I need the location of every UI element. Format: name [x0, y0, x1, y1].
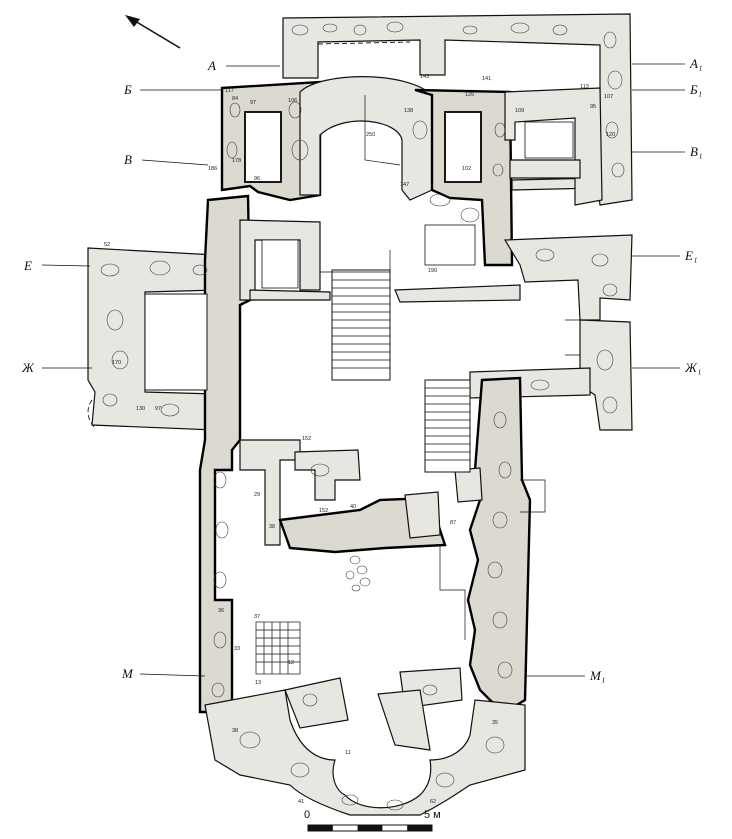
elevation-mark: 87 — [450, 520, 456, 526]
elevation-mark: 152 — [302, 436, 311, 442]
section-label-B1: Б₁ — [689, 82, 702, 97]
elevation-mark: 120 — [606, 132, 615, 138]
section-label-V1: В₁ — [690, 144, 702, 159]
elevation-mark: 190 — [428, 268, 437, 274]
elevation-mark: 106 — [288, 98, 297, 104]
north-arrow-icon — [125, 15, 181, 49]
elevation-mark: 97 — [155, 406, 161, 412]
interior-rooms — [144, 121, 574, 391]
elevation-mark: 41 — [298, 799, 304, 805]
elevation-marks: 117 84 97 106 186 178 96 250 138 147 143… — [104, 74, 615, 805]
elevation-mark: 62 — [430, 799, 436, 805]
elevation-mark: 38 — [269, 524, 275, 530]
section-label-Zh1: Ж₁ — [684, 360, 701, 375]
elevation-mark: 33 — [234, 646, 240, 652]
elevation-mark: 107 — [604, 94, 613, 100]
elevation-mark: 35 — [492, 720, 498, 726]
elevation-mark: 138 — [404, 108, 413, 114]
section-label-E1: Е₁ — [684, 248, 697, 263]
elevation-mark: 52 — [104, 242, 110, 248]
section-label-Zh: Ж — [21, 360, 35, 375]
elevation-mark: 250 — [366, 132, 375, 138]
section-labels-left: А Б В Е Ж М — [21, 58, 280, 681]
elevation-mark: 170 — [112, 360, 121, 366]
elevation-mark: 11 — [345, 750, 351, 756]
elevation-mark: 29 — [254, 492, 260, 498]
elevation-mark: 12 — [288, 660, 294, 666]
elevation-mark: 36 — [218, 608, 224, 614]
elevation-mark: 38 — [232, 728, 238, 734]
section-label-A1: А₁ — [689, 56, 702, 71]
elevation-mark: 130 — [136, 406, 145, 412]
section-labels-right: А₁ Б₁ В₁ Е₁ Ж₁ М₁ — [527, 56, 702, 683]
elevation-mark: 186 — [208, 166, 217, 172]
elevation-mark: 117 — [225, 88, 234, 94]
stone-texture — [100, 21, 625, 811]
elevation-mark: 152 — [319, 508, 328, 514]
elevation-mark: 178 — [232, 158, 241, 164]
scale-label-end: 5 м — [424, 809, 441, 821]
elevation-mark: 96 — [254, 176, 260, 182]
section-label-M1: М₁ — [589, 668, 605, 683]
section-label-V: В — [124, 152, 132, 167]
staircase-lower — [424, 379, 471, 473]
ruin-walls — [87, 13, 633, 816]
elevation-mark: 84 — [232, 96, 238, 102]
elevation-mark: 147 — [400, 182, 409, 188]
elevation-mark: 113 — [580, 84, 589, 90]
elevation-mark: 95 — [590, 104, 596, 110]
scale-bar: 0 5 м — [304, 809, 441, 832]
section-label-M: М — [121, 666, 134, 681]
staircase-upper — [331, 269, 391, 381]
elevation-mark: 37 — [254, 614, 260, 620]
elevation-mark: 102 — [462, 166, 471, 172]
elevation-mark: 126 — [465, 92, 474, 98]
elevation-mark: 97 — [250, 100, 256, 106]
elevation-mark: 141 — [482, 76, 491, 82]
reconstruction-lines — [87, 41, 581, 640]
tile-floor-grid — [255, 621, 301, 675]
section-label-E: Е — [23, 258, 32, 273]
elevation-mark: 109 — [515, 108, 524, 114]
elevation-mark: 40 — [350, 504, 356, 510]
scale-label-zero: 0 — [304, 809, 310, 821]
elevation-mark: 143 — [420, 74, 429, 80]
section-label-B: Б — [123, 82, 132, 97]
section-label-A: А — [207, 58, 216, 73]
elevation-mark: 13 — [255, 680, 261, 686]
